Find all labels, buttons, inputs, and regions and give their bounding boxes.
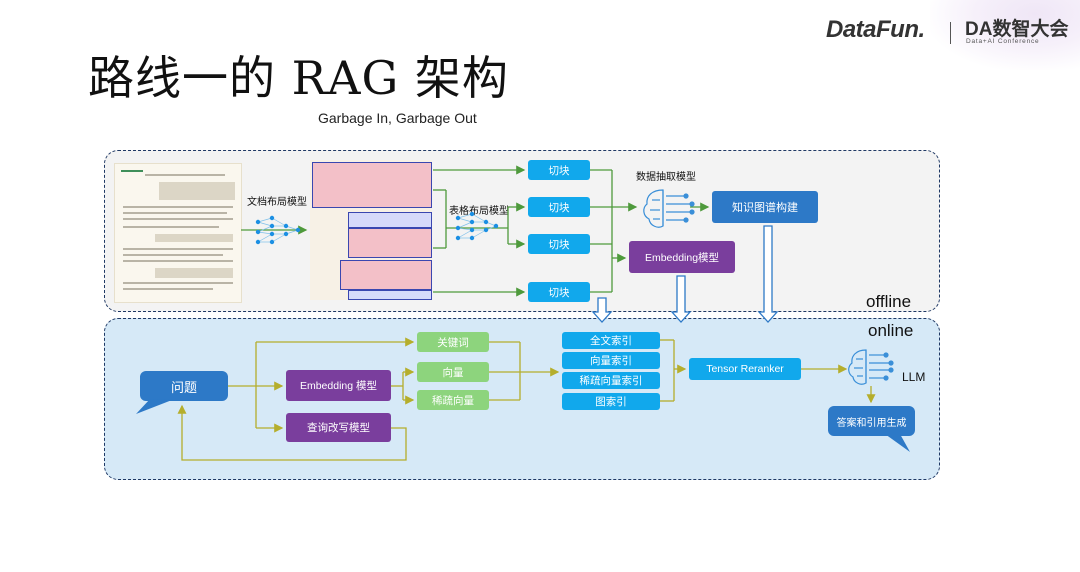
table-layout-model-network-icon (455, 211, 499, 241)
llm-brain-icon (848, 349, 894, 385)
chunk-box-1: 切块 (528, 160, 590, 180)
chunk-box-4: 切块 (528, 282, 590, 302)
doc-layout-model-label: 文档布局模型 (247, 197, 307, 208)
answer-generation-box: 答案和引用生成 (828, 406, 915, 436)
down-arrow-kg-to-index (757, 225, 779, 323)
llm-label: LLM (902, 370, 926, 384)
query-rewrite-box: 查询改写模型 (286, 413, 391, 442)
online-label: online (868, 321, 914, 340)
datafun-logo: DataFun. (826, 16, 925, 43)
offline-panel (104, 150, 940, 312)
text-region-highlight (340, 260, 432, 290)
footer-region-highlight (348, 290, 432, 300)
page-title: 路线一的 RAG 架构 (88, 51, 509, 105)
sparse-vector-box: 稀疏向量 (417, 390, 489, 410)
chunk-box-2: 切块 (528, 197, 590, 217)
table-layout-model-label: 表格布局模型 (449, 206, 509, 217)
down-arrow-chunks-to-index (591, 297, 613, 323)
down-arrow-embedding-to-index (670, 275, 692, 323)
caption-region-highlight (348, 212, 432, 228)
keyword-box: 关键词 (417, 332, 489, 352)
fulltext-index-box: 全文索引 (562, 332, 660, 349)
table-region-highlight (312, 162, 432, 208)
question-box: 问题 (140, 371, 228, 401)
da-conference-logo: DA数智大会 (965, 19, 1069, 40)
answer-callout-tail (885, 434, 910, 452)
parsed-document-thumbnail (310, 160, 432, 300)
logo-divider (950, 22, 951, 44)
kg-build-box: 知识图谱构建 (712, 191, 818, 223)
extract-model-brain-icon (643, 189, 695, 228)
vector-index-box: 向量索引 (562, 352, 660, 369)
question-callout-tail (136, 399, 172, 414)
online-embedding-model-box: Embedding 模型 (286, 370, 391, 401)
offline-embedding-model-box: Embedding模型 (629, 241, 735, 273)
page-subtitle: Garbage In, Garbage Out (318, 110, 477, 126)
source-document-thumbnail (114, 163, 242, 303)
sparse-vector-index-box: 稀疏向量索引 (562, 372, 660, 389)
tensor-reranker-box: Tensor Reranker (689, 358, 801, 380)
chunk-box-3: 切块 (528, 234, 590, 254)
doc-layout-model-network-icon (255, 215, 301, 245)
online-panel (104, 318, 940, 480)
brand-glow (930, 0, 1080, 70)
extract-model-label: 数据抽取模型 (636, 172, 696, 183)
graph-index-box: 图索引 (562, 393, 660, 410)
table-region-highlight (348, 228, 432, 258)
vector-box: 向量 (417, 362, 489, 382)
da-conference-subtitle: Data+AI Conference (966, 38, 1040, 45)
offline-label: offline (866, 292, 912, 311)
